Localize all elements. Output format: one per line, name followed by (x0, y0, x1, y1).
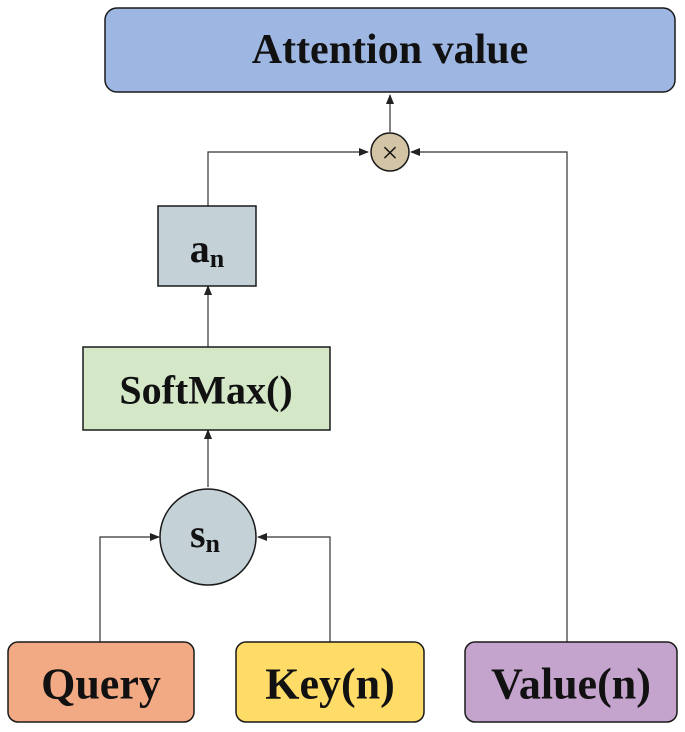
softmax-box (82, 346, 331, 431)
a-n-box (157, 205, 257, 287)
query-label: Query (41, 660, 161, 709)
a-n-node: an (157, 205, 257, 287)
attention-value-node: Attention value (104, 7, 676, 93)
s-n-circle (159, 488, 257, 586)
key-node: Key(n) (235, 641, 425, 723)
s-n-subscript: n (206, 529, 221, 558)
arrow-value-to-multiply (410, 148, 568, 642)
s-n-base: s (190, 511, 206, 556)
value-node: Value(n) (464, 641, 678, 723)
key-label: Key(n) (265, 660, 395, 709)
s-n-label: sn (190, 511, 221, 558)
arrow-key-to-s (257, 533, 331, 642)
query-node: Query (7, 641, 195, 723)
multiply-icon: × (382, 137, 399, 170)
value-box (464, 641, 678, 723)
connectors (99, 94, 568, 642)
attention-value-label: Attention value (252, 27, 529, 73)
query-box (7, 641, 195, 723)
multiply-circle (370, 132, 410, 172)
multiply-node: × (370, 132, 410, 172)
a-n-subscript: n (210, 244, 225, 273)
arrow-a-to-multiply (207, 148, 369, 206)
value-label: Value(n) (491, 660, 651, 709)
softmax-label: SoftMax() (119, 368, 292, 413)
a-n-base: a (190, 226, 210, 271)
softmax-node: SoftMax() (82, 346, 331, 431)
arrow-query-to-s (99, 533, 160, 642)
a-n-label: an (190, 226, 225, 273)
key-box (235, 641, 425, 723)
s-n-node: sn (159, 488, 257, 586)
attention-value-box (104, 7, 676, 93)
